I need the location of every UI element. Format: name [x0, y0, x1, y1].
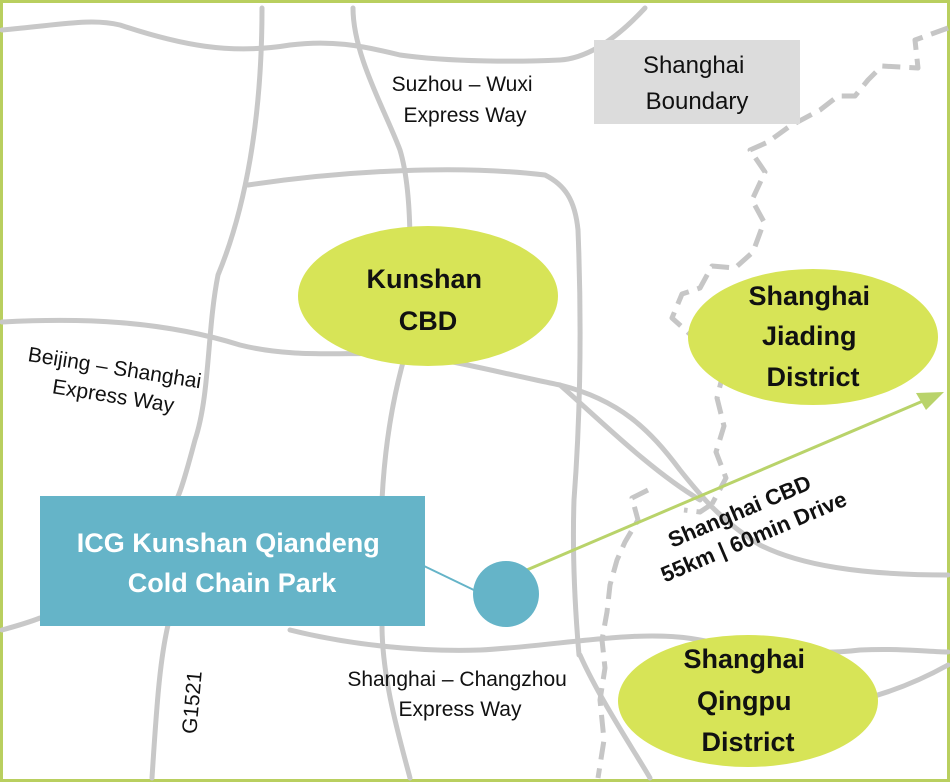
svg-text:Kunshan CBD: Kunshan CBD: [366, 264, 489, 336]
boundary-line-south: [595, 487, 650, 779]
road-south-east: [577, 652, 653, 781]
jiading-line2: Jiading: [762, 321, 857, 351]
boundary-label-line2: Boundary: [646, 88, 749, 115]
road-label-shanghai-changzhou-line1: Shanghai – Changzhou: [347, 668, 567, 691]
kunshan-cbd-area: [298, 226, 558, 366]
kunshan-cbd-line2: CBD: [399, 306, 458, 336]
road-label-shanghai-changzhou-line2: Express Way: [399, 698, 522, 721]
qingpu-line3: District: [701, 727, 794, 757]
road-east-spur: [557, 382, 703, 503]
park-connector-line: [423, 565, 479, 593]
road-left-south: [0, 615, 43, 633]
boundary-line-north: [669, 25, 949, 506]
svg-text:Shanghai Jiading Distr: Shanghai Jiading District: [748, 281, 877, 392]
road-network: [0, 5, 950, 781]
boundary-label-line1: Shanghai: [643, 52, 744, 79]
park-label-line2: Cold Chain Park: [128, 568, 338, 598]
road-shanghai-changzhou: [287, 627, 950, 655]
qingpu-district-area: [618, 635, 878, 767]
road-ring-right: [570, 227, 583, 658]
road-far-left-vertical: [149, 622, 171, 781]
svg-text:Suzhou – Wuxi Express Way: Suzhou – Wuxi Express Way: [392, 73, 539, 127]
park-label-line1: ICG Kunshan Qiandeng: [77, 528, 380, 558]
boundary-label-box: [594, 40, 800, 124]
jiading-district-area: [688, 269, 938, 405]
svg-text:Shanghai Boundary: Shanghai Boundary: [643, 52, 751, 115]
road-label-suzhou-wuxi-line2: Express Way: [404, 104, 527, 127]
park-label-box: [40, 496, 425, 626]
svg-text:Shanghai Qingpu Distri: Shanghai Qingpu District: [683, 644, 812, 757]
road-label-g1521: G1521: [178, 670, 206, 735]
boundary-line-east-spur: [683, 501, 714, 515]
circle-marker-icon[interactable]: [473, 561, 539, 627]
road-label-suzhou-wuxi-line1: Suzhou – Wuxi: [392, 73, 533, 96]
qingpu-line1: Shanghai: [683, 644, 805, 674]
arrow-icon: [916, 392, 944, 410]
road-top: [0, 5, 648, 64]
jiading-line3: District: [766, 362, 859, 392]
shanghai-boundary: [595, 25, 949, 779]
road-beijing-shanghai: [0, 317, 950, 578]
svg-text:Shanghai – Changzhou Expre: Shanghai – Changzhou Express Way: [347, 668, 572, 721]
jiading-line1: Shanghai: [748, 281, 870, 311]
route-arrow-line: [507, 396, 931, 580]
qingpu-line2: Qingpu: [697, 686, 791, 716]
road-ring-top: [245, 167, 581, 233]
kunshan-cbd-line1: Kunshan: [366, 264, 482, 294]
road-west-arterial: [173, 5, 265, 503]
svg-text:ICG Kunshan Qiandeng Cold: ICG Kunshan Qiandeng Cold Chain Park: [77, 528, 388, 598]
